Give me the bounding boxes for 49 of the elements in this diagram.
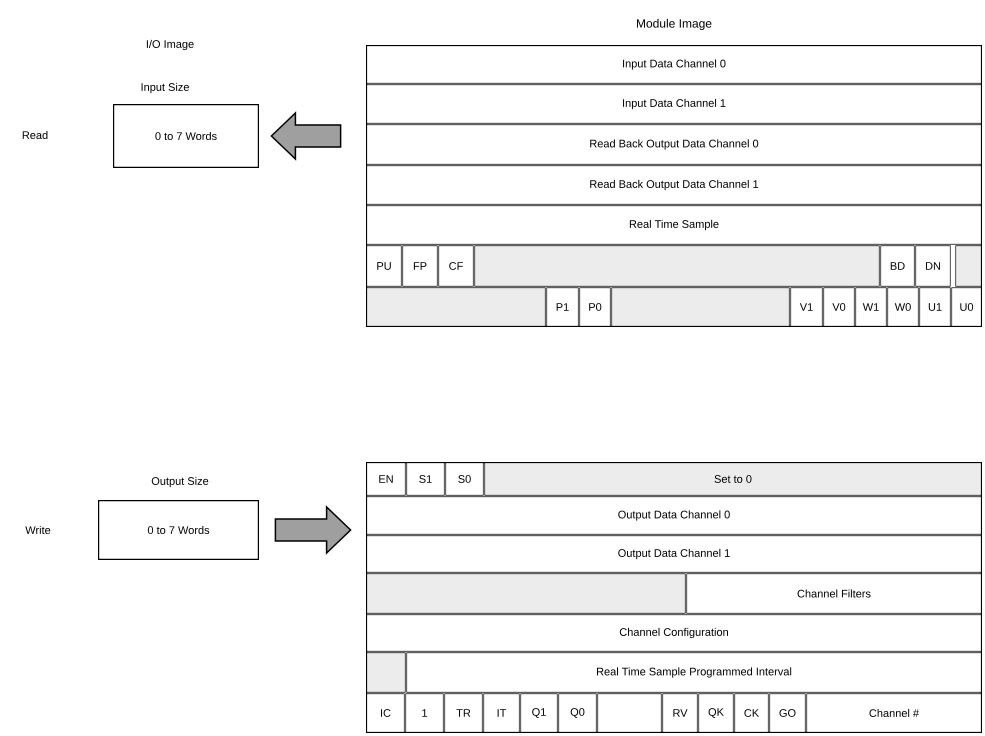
bit-cell: TR (444, 693, 483, 733)
data-row: Input Data Channel 1 (366, 84, 982, 124)
data-row: Channel Configuration (366, 614, 982, 652)
bit-cell: U1 (919, 287, 951, 327)
bit-cell: Q1 (520, 693, 558, 733)
reserved-cell (611, 287, 790, 327)
bit-cell: PU (366, 245, 402, 287)
bit-cell: QK (698, 693, 734, 733)
reserved-cell (955, 245, 982, 287)
data-row: Set to 0 (484, 462, 982, 496)
bit-cell: P1 (546, 287, 579, 327)
bit-cell: BD (880, 245, 915, 287)
data-row: Output Data Channel 1 (366, 535, 982, 573)
caption-label: Read (22, 130, 48, 140)
reserved-cell (366, 287, 546, 327)
data-row: Read Back Output Data Channel 0 (366, 124, 982, 165)
reserved-cell (366, 652, 406, 693)
bit-cell: U0 (951, 287, 982, 327)
bit-cell: W0 (887, 287, 919, 327)
bit-cell: 1 (405, 693, 444, 733)
bit-cell: Q0 (558, 693, 597, 733)
container-box (366, 462, 982, 733)
bit-cell: IT (483, 693, 520, 733)
bit-cell: CF (438, 245, 474, 287)
bit-cell: RV (662, 693, 698, 733)
bit-cell: W1 (855, 287, 887, 327)
bit-cell: S0 (445, 462, 484, 496)
bit-cell: V1 (790, 287, 823, 327)
bit-cell: S1 (406, 462, 445, 496)
bit-cell: FP (402, 245, 438, 287)
caption-label: Output Size (152, 476, 208, 488)
size-box: 0 to 7 Words (98, 500, 260, 560)
reserved-cell (366, 573, 686, 614)
bit-cell: CK (734, 693, 769, 733)
bit-cell: V0 (823, 287, 855, 327)
bit-cell: DN (915, 245, 951, 287)
bit-cell: GO (769, 693, 806, 733)
caption-label: Input Size (142, 82, 189, 94)
bit-cell: P0 (579, 287, 611, 327)
node-label: Module Image (636, 18, 712, 30)
data-row: Channel Filters (686, 573, 982, 614)
caption-label: I/O Image (146, 40, 194, 50)
reserved-cell (597, 693, 662, 733)
bit-cell: EN (366, 462, 406, 496)
data-row: Read Back Output Data Channel 1 (366, 165, 982, 205)
size-box: 0 to 7 Words (113, 104, 260, 168)
data-row: Input Data Channel 0 (366, 45, 982, 84)
caption-label: Write (25, 526, 50, 534)
bit-cell: IC (366, 693, 405, 733)
